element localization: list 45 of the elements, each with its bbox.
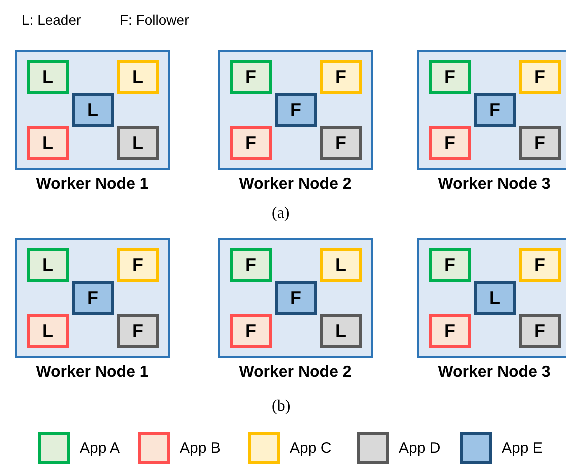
- app-tile: L: [320, 314, 362, 348]
- abbreviation-note: F: Follower: [120, 12, 190, 28]
- node-title: Worker Node 2: [238, 364, 353, 382]
- app-tile: F: [519, 60, 561, 94]
- app-tile: F: [429, 60, 471, 94]
- node-title: Worker Node 1: [35, 176, 150, 194]
- app-tile: F: [519, 314, 561, 348]
- app-tile: L: [27, 60, 69, 94]
- app-tile: L: [72, 93, 114, 127]
- app-tile: F: [117, 248, 159, 282]
- app-tile: L: [117, 60, 159, 94]
- legend-label: App E: [502, 440, 543, 457]
- app-tile: F: [72, 281, 114, 315]
- subfigure-label: (a): [272, 205, 290, 223]
- node-title: Worker Node 2: [238, 176, 353, 194]
- legend-label: App B: [180, 440, 221, 457]
- app-tile: F: [230, 314, 272, 348]
- app-tile: F: [320, 60, 362, 94]
- node-title: Worker Node 1: [35, 364, 150, 382]
- app-tile: L: [117, 126, 159, 160]
- app-tile: F: [519, 248, 561, 282]
- subfigure-label: (b): [272, 398, 291, 416]
- app-tile: F: [320, 126, 362, 160]
- app-tile: F: [275, 281, 317, 315]
- node-title: Worker Node 3: [437, 176, 552, 194]
- app-tile: F: [230, 126, 272, 160]
- app-tile: F: [474, 93, 516, 127]
- app-tile: F: [429, 314, 471, 348]
- app-tile: L: [320, 248, 362, 282]
- app-tile: F: [429, 248, 471, 282]
- legend-label: App A: [80, 440, 120, 457]
- app-tile: F: [117, 314, 159, 348]
- app-tile: L: [27, 248, 69, 282]
- app-tile: L: [27, 314, 69, 348]
- node-title: Worker Node 3: [437, 364, 552, 382]
- app-tile: F: [230, 248, 272, 282]
- legend-label: App C: [290, 440, 332, 457]
- app-tile: F: [519, 126, 561, 160]
- app-tile: F: [429, 126, 471, 160]
- app-tile: L: [474, 281, 516, 315]
- app-tile: F: [230, 60, 272, 94]
- app-tile: F: [275, 93, 317, 127]
- abbreviation-note: L: Leader: [22, 12, 82, 28]
- app-tile: L: [27, 126, 69, 160]
- legend-label: App D: [399, 440, 441, 457]
